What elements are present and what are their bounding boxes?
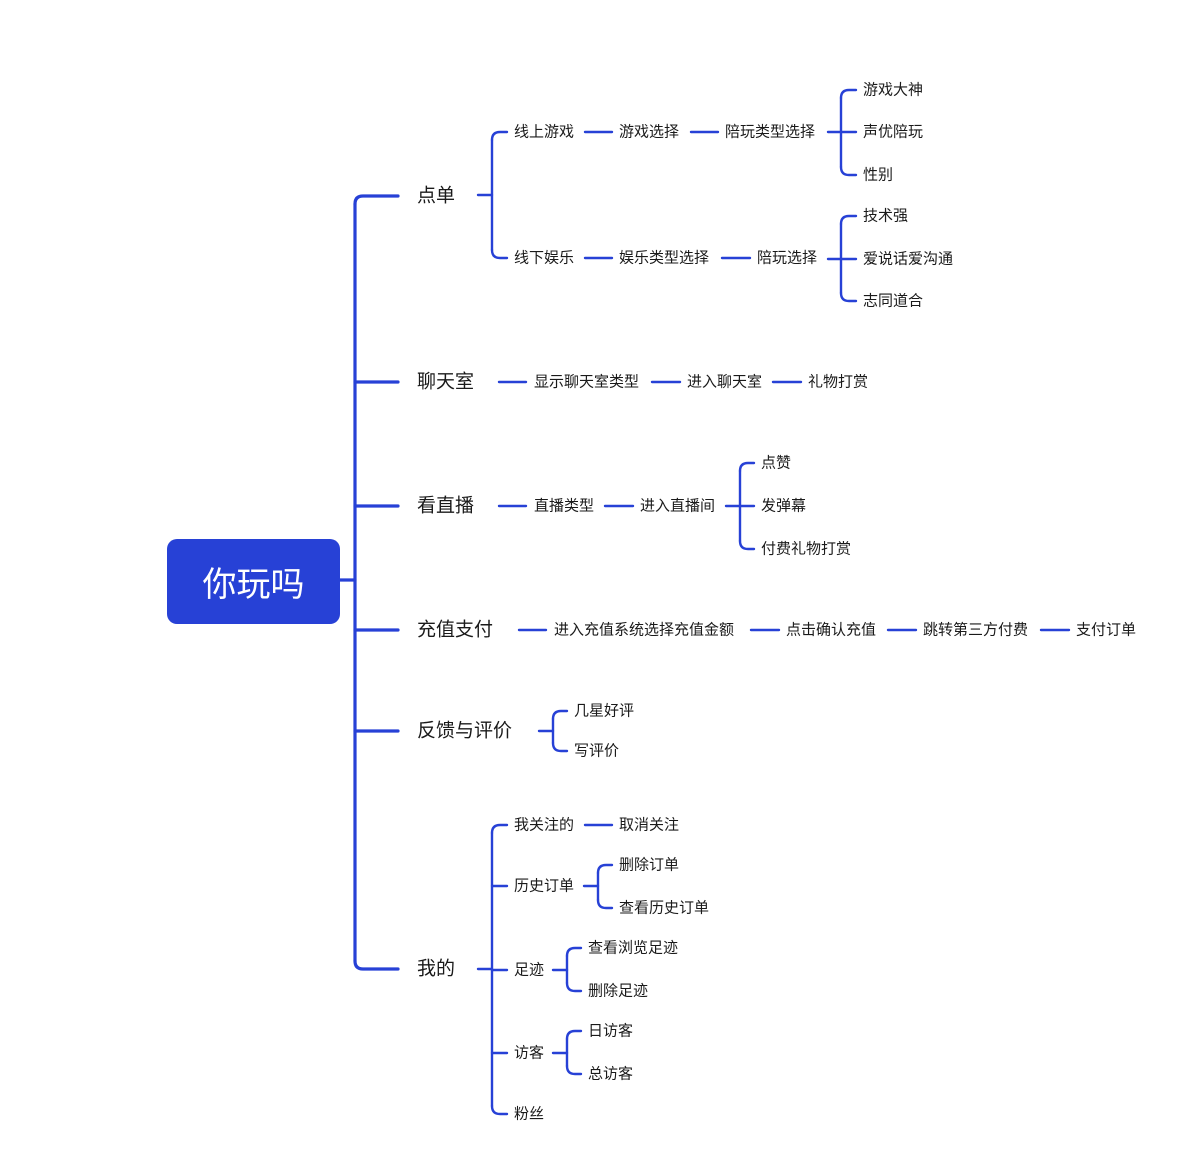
branch-chat-room: 聊天室 [417,371,475,393]
leaf-gender: 性别 [863,166,894,184]
node-show-chat-room-types: 显示聊天室类型 [534,373,640,391]
offline-leaves-arm-0 [839,214,858,226]
leaf-delete-order: 删除订单 [619,856,680,874]
node-fans: 粉丝 [514,1105,545,1123]
node-order-history: 历史订单 [514,877,575,895]
mine-bracket-arm-4 [490,1104,509,1116]
node-gift-reward: 礼物打赏 [808,373,869,391]
node-third-party-payment: 跳转第三方付费 [923,621,1029,639]
node-entertainment-type-select: 娱乐类型选择 [619,249,710,267]
feedback-leaves-arm-1 [551,741,569,753]
leaf-write-review: 写评价 [574,742,620,760]
visitor-leaves-arm-1 [565,1064,583,1076]
visitor-leaves-arm-0 [565,1029,583,1041]
online-leaves-arm-0 [839,88,858,100]
order-bracket-arm-0 [490,130,509,142]
leaf-like-minded: 志同道合 [863,292,924,310]
stream-leaves-arm-2 [738,539,756,551]
node-visitors: 访客 [514,1044,545,1062]
order-bracket-arm-1 [490,248,509,260]
footprint-leaves-arm-0 [565,946,583,958]
stream-leaves-arm-0 [738,461,756,473]
leaf-skilled: 技术强 [863,207,909,225]
feedback-leaves-arm-0 [551,709,569,721]
mine-bracket-arm-0 [490,823,509,835]
root-node: 你玩吗 [167,539,340,624]
node-offline-entertainment: 线下娱乐 [514,249,575,267]
node-stream-type: 直播类型 [534,497,595,515]
root-bracket-arm-0 [353,194,400,206]
node-companion-type-select: 陪玩类型选择 [725,123,816,141]
node-enter-recharge-system: 进入充值系统选择充值金额 [554,621,735,639]
leaf-talkative: 爱说话爱沟通 [863,250,954,268]
node-enter-stream-room: 进入直播间 [640,497,716,515]
history-leaves-arm-1 [596,898,614,910]
leaf-game-master: 游戏大神 [863,81,924,99]
leaf-like: 点赞 [761,454,792,472]
footprint-leaves-arm-1 [565,981,583,993]
leaf-paid-gift: 付费礼物打赏 [761,540,852,558]
node-unfollow: 取消关注 [619,816,680,834]
node-footprints: 足迹 [514,961,545,979]
branch-order: 点单 [417,185,456,207]
leaf-star-rating: 几星好评 [574,702,635,720]
leaf-send-danmaku: 发弹幕 [761,497,807,515]
branch-feedback: 反馈与评价 [417,720,513,742]
node-confirm-recharge: 点击确认充值 [786,621,877,639]
leaf-total-visitors: 总访客 [588,1065,634,1083]
node-pay-order: 支付订单 [1076,621,1137,639]
node-game-select: 游戏选择 [619,123,680,141]
online-leaves-arm-2 [839,165,858,177]
leaf-view-footprints: 查看浏览足迹 [588,939,679,957]
offline-leaves-arm-2 [839,291,858,303]
node-enter-chat-room: 进入聊天室 [687,373,763,391]
branch-mine: 我的 [417,958,456,980]
branch-recharge-payment: 充值支付 [417,619,494,641]
leaf-view-order-history: 查看历史订单 [619,899,710,917]
branch-live-stream: 看直播 [417,495,475,517]
leaf-delete-footprints: 删除足迹 [588,982,649,1000]
leaf-voice-companion: 声优陪玩 [863,123,924,141]
leaf-daily-visitors: 日访客 [588,1022,634,1040]
node-online-game: 线上游戏 [514,123,575,141]
node-my-following: 我关注的 [514,816,575,834]
root-bracket-arm-5 [353,959,400,971]
history-leaves-arm-0 [596,863,614,875]
node-companion-select: 陪玩选择 [757,249,818,267]
